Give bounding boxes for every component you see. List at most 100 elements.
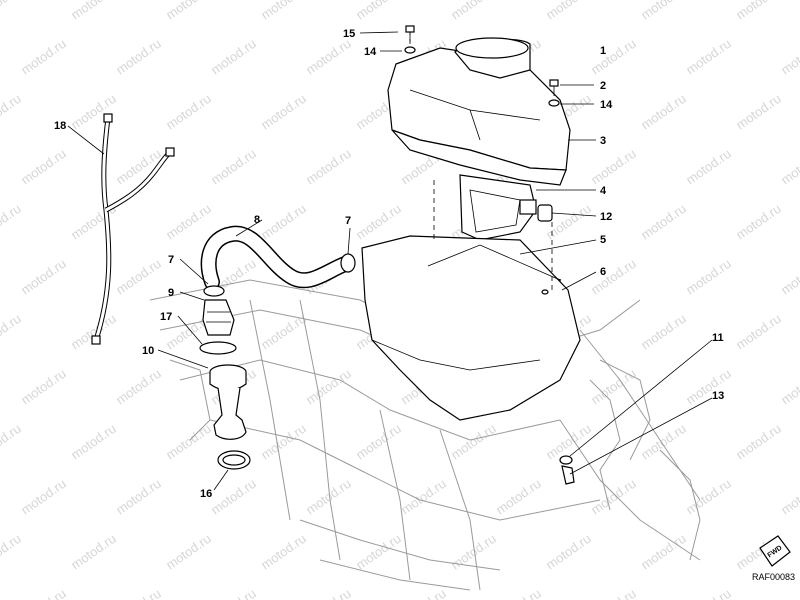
watermark-text: motod.ru [163, 531, 214, 573]
watermark-text: motod.ru [398, 476, 449, 518]
callout-16: 16 [200, 488, 212, 500]
callout-12: 12 [600, 211, 612, 223]
watermark-text: motod.ru [18, 36, 69, 78]
watermark-text: motod.ru [0, 421, 24, 463]
watermark-text: motod.ru [733, 421, 784, 463]
watermark-text: motod.ru [493, 476, 544, 518]
watermark-text: motod.ru [733, 311, 784, 353]
screw-part-2 [549, 79, 559, 96]
callout-9: 9 [168, 287, 174, 299]
watermark-text: motod.ru [543, 531, 594, 573]
watermark-text: motod.ru [493, 586, 544, 600]
callout-6: 6 [600, 266, 606, 278]
watermark-text: motod.ru [733, 201, 784, 243]
watermark-text: motod.ru [163, 0, 214, 22]
watermark-text: motod.ru [588, 36, 639, 78]
watermark-text: motod.ru [18, 256, 69, 298]
watermark-text: motod.ru [448, 421, 499, 463]
watermark-text: motod.ru [778, 146, 800, 188]
watermark-text: motod.ru [68, 421, 119, 463]
watermark-text: motod.ru [353, 421, 404, 463]
watermark-text: motod.ru [543, 0, 594, 22]
watermark-text: motod.ru [18, 586, 69, 600]
watermark-text: motod.ru [638, 531, 689, 573]
washer-part-14 [404, 46, 416, 54]
watermark-text: motod.ru [0, 201, 24, 243]
watermark-text: motod.ru [638, 311, 689, 353]
watermark-text: motod.ru [638, 0, 689, 22]
watermark-text: motod.ru [683, 146, 734, 188]
watermark-text: motod.ru [398, 586, 449, 600]
callout-1: 1 [600, 45, 606, 57]
watermark-text: motod.ru [638, 421, 689, 463]
watermark-text: motod.ru [0, 531, 24, 573]
watermark-text: motod.ru [778, 366, 800, 408]
watermark-text: motod.ru [68, 91, 119, 133]
watermark-text: motod.ru [588, 146, 639, 188]
watermark-text: motod.ru [258, 91, 309, 133]
callout-11: 11 [712, 332, 724, 344]
callout-3: 3 [600, 135, 606, 147]
callout-2: 2 [600, 80, 606, 92]
airbox-part-6 [361, 235, 581, 421]
watermark-text: motod.ru [208, 586, 259, 600]
o-ring-part-17 [199, 341, 237, 355]
fwd-arrow-icon: FWD [759, 535, 791, 567]
callout-18: 18 [54, 120, 66, 132]
airbox-cover-part-1 [387, 37, 571, 171]
watermark-text: motod.ru [113, 476, 164, 518]
callout-10: 10 [142, 345, 154, 357]
watermark-text: motod.ru [303, 146, 354, 188]
washer-part-14-b [548, 99, 560, 107]
screw-part-15 [405, 25, 415, 42]
watermark-text: motod.ru [303, 586, 354, 600]
watermark-text: motod.ru [113, 36, 164, 78]
breather-hose-part-18 [91, 113, 175, 345]
bracket-part-4 [459, 174, 537, 241]
watermark-text: motod.ru [68, 0, 119, 22]
watermark-text: motod.ru [113, 256, 164, 298]
watermark-text: motod.ru [163, 421, 214, 463]
watermark-text: motod.ru [18, 366, 69, 408]
watermark-text: motod.ru [68, 531, 119, 573]
watermark-text: motod.ru [638, 91, 689, 133]
watermark-text: motod.ru [353, 201, 404, 243]
watermark-text: motod.ru [0, 91, 24, 133]
watermark-text: motod.ru [163, 201, 214, 243]
watermark-text: motod.ru [778, 586, 800, 600]
watermark-text: motod.ru [303, 366, 354, 408]
callout-labels: 15 14 1 2 14 3 18 4 12 7 8 5 6 7 9 17 10… [54, 28, 724, 500]
watermark-text: motod.ru [68, 311, 119, 353]
watermark-text: motod.ru [258, 531, 309, 573]
watermark-text: motod.ru [18, 146, 69, 188]
watermark-text: motod.ru [303, 36, 354, 78]
watermark-text: motod.ru [733, 0, 784, 22]
watermark-text: motod.ru [778, 476, 800, 518]
callout-14-top: 14 [364, 46, 377, 58]
watermark-text: motod.ru [638, 201, 689, 243]
watermark-text: motod.ru [588, 586, 639, 600]
leader-lines [67, 31, 713, 491]
callout-13: 13 [712, 390, 724, 402]
watermark-text: motod.ru [683, 256, 734, 298]
callout-17: 17 [160, 311, 172, 323]
fitting-part-13 [561, 465, 575, 485]
callout-14-right: 14 [600, 99, 613, 111]
hose-clamp-part-7 [203, 253, 356, 297]
washer-part-16 [217, 450, 251, 470]
plug-part-12 [519, 199, 553, 222]
watermark-text: motod.ru [208, 146, 259, 188]
watermark-text: motod.ru [18, 476, 69, 518]
watermark-text: motod.ru [258, 311, 309, 353]
watermark-text: motod.ru [113, 586, 164, 600]
hose-part-8 [200, 225, 353, 290]
watermark-text: motod.ru [258, 201, 309, 243]
callout-5: 5 [600, 234, 606, 246]
callout-7-right: 7 [345, 215, 351, 227]
watermark-text: motod.ru [0, 311, 24, 353]
watermark-text: motod.ru [683, 586, 734, 600]
filler-neck-part-9 [202, 299, 235, 336]
callout-15: 15 [343, 28, 355, 40]
